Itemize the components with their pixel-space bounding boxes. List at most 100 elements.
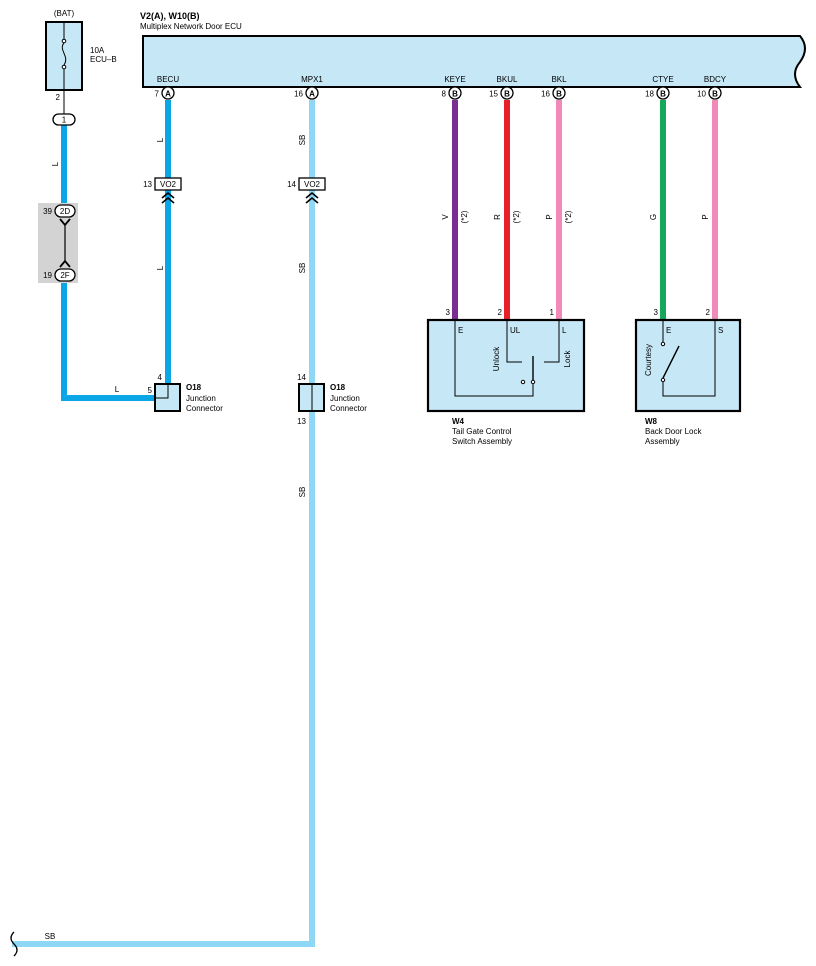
ecu-pin-becu: A 7 <box>155 86 175 100</box>
pin-name-bkul: BKUL <box>497 75 518 84</box>
svg-text:18: 18 <box>645 90 654 99</box>
junction-left-line2: Connector <box>186 404 223 413</box>
wire-label-sb-bottom: SB <box>45 932 56 941</box>
svg-text:B: B <box>660 90 666 99</box>
jb-connector-2d: 2D 39 <box>43 204 76 218</box>
wire-label-l-becu-top: L <box>156 137 165 142</box>
junction-left-pin-top: 4 <box>158 373 163 382</box>
ecu-pin-bkl: B 16 <box>541 86 566 100</box>
wire-label-l-fuse: L <box>51 161 60 166</box>
w4-unlock-label: Unlock <box>492 346 501 371</box>
ecu-ref: V2(A), W10(B) <box>140 11 200 21</box>
wire-label-sb-top: SB <box>298 135 307 146</box>
pin-name-keye: KEYE <box>444 75 465 84</box>
ecu-name: Multiplex Network Door ECU <box>140 22 242 31</box>
pin-name-ctye: CTYE <box>652 75 673 84</box>
vo2-connector-left: VO2 13 <box>143 177 182 204</box>
w4-line2: Switch Assembly <box>452 437 512 446</box>
wire-label-p-bkl: P <box>545 214 554 219</box>
svg-text:16: 16 <box>294 90 303 99</box>
wire-label-sb-middle: SB <box>298 263 307 274</box>
wire-label-sb-lower: SB <box>298 487 307 498</box>
wire-break-icon <box>10 931 18 957</box>
svg-text:A: A <box>309 90 315 99</box>
svg-text:8: 8 <box>442 90 447 99</box>
fuse-pin: 2 <box>56 93 61 102</box>
wire-label-v: V <box>441 214 450 220</box>
w4-pin-l: 1 <box>550 308 555 317</box>
w8-ref: W8 <box>645 417 658 426</box>
svg-text:B: B <box>556 90 562 99</box>
svg-text:B: B <box>712 90 718 99</box>
fuse-rating: 10A <box>90 46 105 55</box>
w4-switch-icon <box>454 320 560 397</box>
wire-label-l-horizontal: L <box>115 385 120 394</box>
fuse-icon <box>61 22 67 90</box>
wire-label-r: R <box>493 214 502 220</box>
svg-text:16: 16 <box>541 90 550 99</box>
pin-name-bkl: BKL <box>551 75 567 84</box>
junction-right-pin-top: 14 <box>297 373 306 382</box>
pin-name-bdcy: BDCY <box>704 75 727 84</box>
fuse-source: (BAT) <box>54 9 75 18</box>
svg-text:VO2: VO2 <box>160 180 177 189</box>
junction-right-pin-bot: 13 <box>297 417 306 426</box>
w8-line2: Assembly <box>645 437 680 446</box>
junction-right-line2: Connector <box>330 404 367 413</box>
svg-text:10: 10 <box>697 90 706 99</box>
wire-note-p: (*2) <box>564 210 573 223</box>
svg-text:14: 14 <box>287 180 296 189</box>
pin-name-becu: BECU <box>157 75 179 84</box>
w4-box <box>426 318 586 413</box>
svg-text:1: 1 <box>62 116 67 125</box>
double-chevron-up-icon <box>305 191 319 204</box>
svg-text:39: 39 <box>43 207 52 216</box>
double-chevron-up-icon <box>161 191 175 204</box>
junction-right-line1: Junction <box>330 394 360 403</box>
junction-right-ref: O18 <box>330 383 346 392</box>
w4-pin-e: 3 <box>446 308 451 317</box>
svg-text:2F: 2F <box>60 271 69 280</box>
wire-label-p-bdcy: P <box>701 214 710 219</box>
w4-pin-ul: 2 <box>498 308 503 317</box>
pin-name-mpx1: MPX1 <box>301 75 323 84</box>
svg-text:13: 13 <box>143 180 152 189</box>
wire-note-v: (*2) <box>460 210 469 223</box>
wire-sb-mpx1 <box>12 100 315 947</box>
ecu-pin-ctye: B 18 <box>645 86 670 100</box>
svg-text:B: B <box>504 90 510 99</box>
w4-lock-label: Lock <box>563 350 572 368</box>
ecu-pin-keye: B 8 <box>442 86 462 100</box>
fuse-name: ECU–B <box>90 55 117 64</box>
wire-label-g: G <box>649 214 658 220</box>
fuse-connector: 1 <box>52 113 76 126</box>
svg-text:19: 19 <box>43 271 52 280</box>
jb-connector-2f: 2F 19 <box>43 268 76 282</box>
w4-term-l: L <box>562 326 567 335</box>
junction-right-connector <box>298 383 325 412</box>
w4-ref: W4 <box>452 417 465 426</box>
w8-switch-icon <box>660 320 716 397</box>
svg-text:7: 7 <box>155 90 160 99</box>
w8-term-s: S <box>718 326 723 335</box>
w8-line1: Back Door Lock <box>645 427 702 436</box>
w8-pin-s: 2 <box>706 308 711 317</box>
ecu-pin-mpx1: A 16 <box>294 86 319 100</box>
w4-term-ul: UL <box>510 326 521 335</box>
ecu-box <box>142 35 806 88</box>
junction-left-connector <box>154 383 181 412</box>
ecu-pin-bdcy: B 10 <box>697 86 722 100</box>
w4-line1: Tail Gate Control <box>452 427 512 436</box>
chevron-up-icon <box>59 259 71 268</box>
svg-text:2D: 2D <box>60 207 70 216</box>
w8-term-e: E <box>666 326 671 335</box>
svg-text:B: B <box>452 90 458 99</box>
junction-left-line1: Junction <box>186 394 216 403</box>
junction-left-pin-left: 5 <box>148 386 153 395</box>
vo2-connector-right: VO2 14 <box>287 177 326 204</box>
svg-text:VO2: VO2 <box>304 180 321 189</box>
svg-text:15: 15 <box>489 90 498 99</box>
junction-left-ref: O18 <box>186 383 202 392</box>
w4-term-e: E <box>458 326 463 335</box>
